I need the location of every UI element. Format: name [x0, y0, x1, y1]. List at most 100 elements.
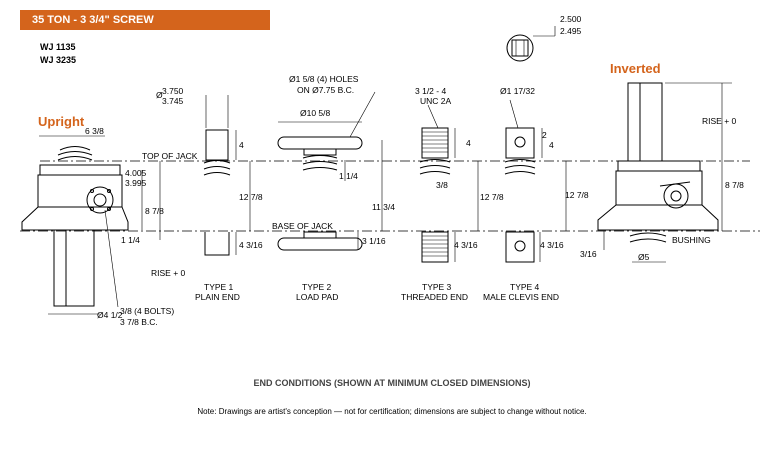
bolt-hole	[90, 207, 94, 211]
leader-line	[349, 91, 376, 138]
inverted-worm-shaft	[670, 190, 682, 202]
dim-6-3-8: 6 3/8	[85, 126, 104, 136]
type4-dim-12-7-8: 12 7/8	[565, 190, 589, 200]
dim-4-005: 4.005	[125, 168, 147, 178]
type1-dim-4: 4	[239, 140, 244, 150]
type4-clevis-end	[504, 99, 567, 263]
inverted-top-plate	[617, 160, 701, 172]
inverted-jack	[597, 82, 732, 263]
model-number-1: WJ 1135	[40, 42, 76, 52]
type1-plain-end	[203, 95, 251, 256]
leader-line	[104, 209, 119, 308]
section-inverted-label: Inverted	[610, 61, 661, 76]
type4-dim-2: 2	[542, 130, 547, 140]
type2-dim-11-3-4: 11 3/4	[372, 202, 395, 212]
type2-dia-10-5-8: Ø10 5/8	[300, 108, 331, 118]
type2-pad-top	[277, 136, 363, 150]
type3-thread-spec: 3 1/2 - 4	[415, 86, 446, 96]
type2-dim-1-1-4: 1 1/4	[339, 171, 358, 181]
type3-dim-3-8: 3/8	[436, 180, 448, 190]
type4-clevis-bottom	[505, 231, 535, 263]
upright-jack	[21, 135, 161, 315]
type3-thread-class: UNC 2A	[420, 96, 452, 106]
type3-coils	[419, 159, 451, 175]
type4-clevis-top	[505, 127, 535, 159]
type3-threaded-end	[419, 104, 479, 263]
leader-line	[509, 99, 519, 129]
type1-top-end	[205, 129, 229, 161]
section-upright-label: Upright	[38, 114, 85, 129]
inverted-gearbox	[615, 170, 703, 206]
dim-3-995: 3.995	[125, 178, 147, 188]
type3-threads	[422, 131, 448, 153]
inverted-dia-5: Ø5	[638, 252, 650, 262]
end-conditions-caption: END CONDITIONS (SHOWN AT MINIMUM CLOSED …	[253, 378, 531, 388]
type2-bc-label: ON Ø7.75 B.C.	[297, 85, 354, 95]
rise-label-upright: RISE + 0	[151, 268, 186, 278]
top-of-jack-label: TOP OF JACK	[142, 151, 198, 161]
inverted-base-flange	[597, 204, 719, 231]
inverted-dim-3-16: 3/16	[580, 249, 597, 259]
disclaimer-note: Note: Drawings are artist's conception —…	[197, 407, 587, 416]
inverted-screw-coils	[629, 232, 667, 243]
type4-clevis-hole	[514, 136, 526, 148]
dim-1-1-4: 1 1/4	[121, 235, 140, 245]
inverted-dim-8-7-8: 8 7/8	[725, 180, 744, 190]
type2-sublabel: LOAD PAD	[296, 292, 338, 302]
type2-neck-bottom	[303, 231, 337, 239]
type4-label: TYPE 4	[510, 282, 540, 292]
type1-label: TYPE 1	[204, 282, 234, 292]
bolt-hole	[107, 189, 111, 193]
bushing-label: BUSHING	[672, 235, 711, 245]
reference-lines	[20, 160, 760, 232]
dim-dia-4-1-2: Ø4 1/2	[97, 310, 123, 320]
type2-load-pad	[277, 91, 383, 251]
type4-hole-dia: Ø1 17/32	[500, 86, 535, 96]
type2-dim-3-1-16: 3 1/16	[362, 236, 386, 246]
type3-threaded-top	[421, 127, 449, 159]
upright-top-plate	[39, 164, 121, 176]
type2-holes-label: Ø1 5/8 (4) HOLES	[289, 74, 359, 84]
type4-sublabel: MALE CLEVIS END	[483, 292, 559, 302]
upright-screw-coils	[57, 146, 93, 161]
type1-coils	[203, 160, 231, 176]
type2-pad-bottom	[277, 237, 363, 251]
type3-dim-4-3-16: 4 3/16	[454, 240, 478, 250]
bolt-hole	[107, 207, 111, 211]
shaft-dia-min: 2.495	[560, 26, 582, 36]
base-of-jack-label: BASE OF JACK	[272, 221, 333, 231]
worm-shaft	[93, 193, 107, 207]
worm-shaft-flange	[86, 186, 114, 214]
upright-base-flange	[21, 206, 129, 231]
inverted-worm-flange	[663, 183, 689, 209]
title-banner: 35 TON - 3 3/4" SCREW	[20, 10, 270, 30]
type1-sublabel: PLAIN END	[195, 292, 240, 302]
type3-threaded-bottom	[421, 231, 449, 263]
bolt-circle-label: 3 7/8 B.C.	[120, 317, 158, 327]
rise-label-inverted: RISE + 0	[702, 116, 737, 126]
worm-housing-edge	[659, 181, 691, 187]
type4-clevis-hole-bottom	[514, 240, 526, 252]
bolts-label: 3/8 (4 BOLTS)	[120, 306, 174, 316]
leader-line	[427, 104, 439, 129]
bolt-hole	[90, 189, 94, 193]
type1-bottom-end	[204, 232, 230, 256]
dim-8-7-8: 8 7/8	[145, 206, 164, 216]
dim-12-7-8: 12 7/8	[239, 192, 263, 202]
upright-gearbox	[37, 174, 123, 208]
shaft-circle	[506, 34, 534, 62]
type3-dim-12-7-8: 12 7/8	[480, 192, 504, 202]
shaft-end-view	[506, 26, 556, 62]
type3-label: TYPE 3	[422, 282, 452, 292]
type3-threads-bottom	[422, 235, 448, 257]
type2-label: TYPE 2	[302, 282, 332, 292]
type4-dim-4: 4	[549, 140, 554, 150]
shaft-dia-max: 2.500	[560, 14, 582, 24]
inverted-protection-tube	[627, 82, 663, 162]
model-number-2: WJ 3235	[40, 55, 77, 65]
type1-dia-max: 3.750	[162, 86, 184, 96]
type1-dia-symbol: Ø	[156, 90, 163, 100]
shaft-key	[511, 39, 529, 57]
type4-dim-4-3-16: 4 3/16	[540, 240, 564, 250]
